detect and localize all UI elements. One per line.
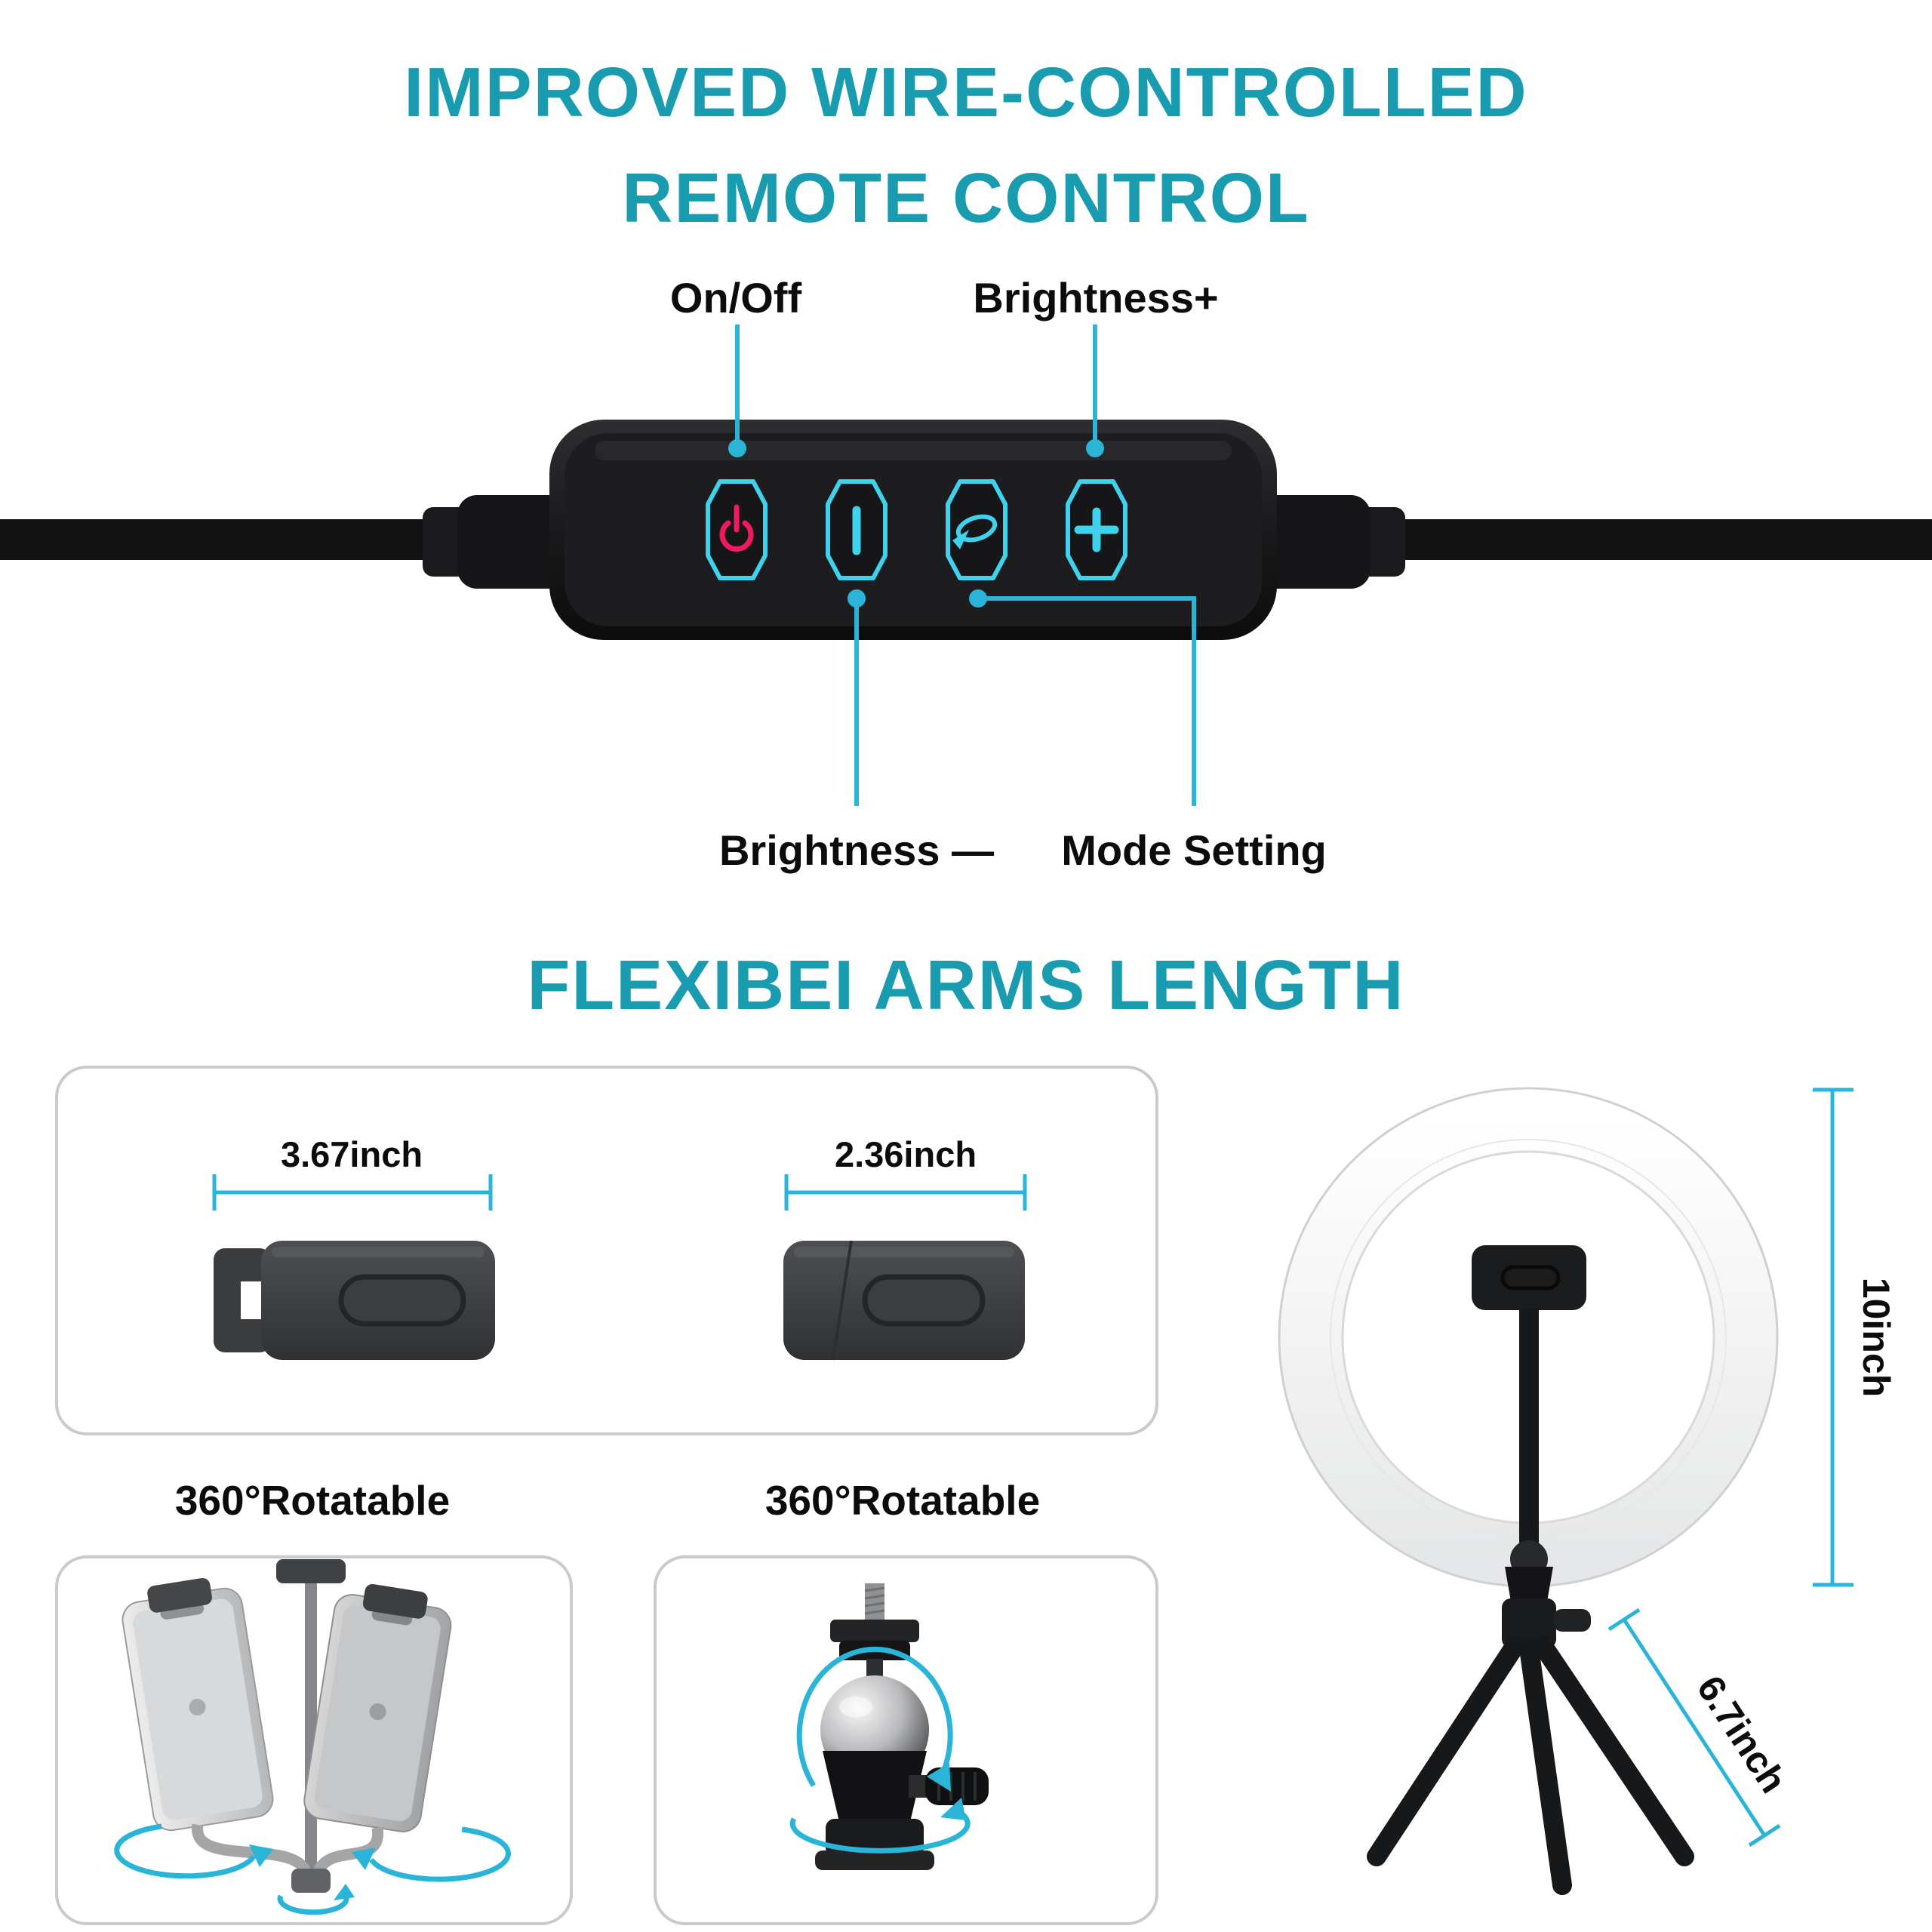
section-title: FLEXIBEI ARMS LENGTH (527, 946, 1405, 1024)
dual-phone-holder (114, 1559, 511, 1915)
phone-clamp-small (783, 1240, 1025, 1361)
ring-light (1278, 1087, 1779, 1895)
clamp-slot (862, 1274, 986, 1327)
phone-clamp-large (214, 1241, 495, 1360)
remote-control (423, 420, 1405, 640)
tripod (1367, 1540, 1694, 1895)
phone-logo (369, 1703, 386, 1721)
phone-left (122, 1577, 274, 1832)
power-cable (0, 519, 1932, 560)
ring-diameter-label: 10inch (1855, 1277, 1897, 1398)
ball-head-mount (789, 1583, 989, 1870)
phone-right (303, 1583, 452, 1832)
tripod-knob (1553, 1609, 1591, 1632)
brightness-plus-icon (1074, 507, 1119, 552)
main-title-line1: IMPROVED WIRE-CONTROLLED (404, 53, 1528, 131)
label-on-off: On/Off (669, 274, 802, 321)
power-icon (719, 504, 754, 552)
clamp-small-measurement: 2.36inch (834, 1134, 977, 1174)
label-brightness-minus: Brightness — (718, 826, 995, 874)
rotatable-label-left: 360°Rotatable (174, 1477, 451, 1524)
main-title: IMPROVED WIRE-CONTROLLED REMOTE CONTROL (0, 39, 1932, 251)
remote-buttons (706, 479, 1128, 580)
rotation-arrows-icon (789, 1646, 971, 1854)
button-icons (719, 504, 1119, 555)
clamp-slot (338, 1274, 466, 1327)
mode-icon (952, 514, 998, 549)
rotation-arrows-icon (114, 1823, 511, 1915)
clamp-large-measurement: 3.67inch (280, 1134, 423, 1174)
phone-logo (189, 1699, 206, 1716)
label-brightness-plus: Brightness+ (973, 274, 1219, 321)
label-mode-setting: Mode Setting (1061, 826, 1327, 874)
clamp-measurements (212, 1174, 1027, 1211)
ring-phone-holder (1472, 1245, 1586, 1547)
main-title-line2: REMOTE CONTROL (622, 158, 1310, 237)
ring-diameter-measurement (1813, 1088, 1854, 1587)
callout-lines (728, 325, 1196, 806)
mode-button (946, 479, 1008, 580)
tripod-leg-measurement (1607, 1607, 1781, 1847)
rotatable-label-center: 360°Rotatable (764, 1477, 1041, 1524)
